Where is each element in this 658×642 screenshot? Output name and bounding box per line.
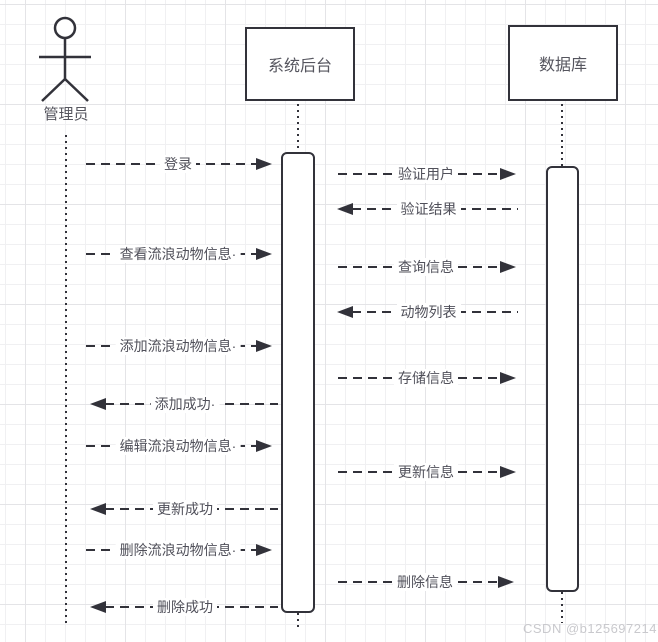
- arrowhead-right-icon: [256, 158, 272, 170]
- lifeline-admin: [65, 135, 67, 627]
- message-label: 删除流浪动物信息·: [115, 541, 241, 559]
- arrowhead-right-icon: [500, 168, 516, 180]
- participant-backend: 系统后台: [245, 27, 355, 101]
- arrowhead-left-icon: [337, 203, 353, 215]
- activation-bar-backend: [281, 152, 315, 613]
- message-label: 更新成功: [153, 500, 217, 518]
- arrowhead-right-icon: [500, 261, 516, 273]
- message-label: 登录: [160, 155, 196, 173]
- message-label: 添加流浪动物信息·: [115, 337, 241, 355]
- arrowhead-right-icon: [256, 544, 272, 556]
- message-label: 验证用户: [394, 165, 458, 183]
- participant-database: 数据库: [508, 25, 618, 101]
- message-label: 删除成功: [153, 598, 217, 616]
- lifeline-database-top: [561, 104, 563, 166]
- message-label: 删除信息: [393, 573, 457, 591]
- message-label: 动物列表: [396, 303, 461, 321]
- lifeline-backend-top: [297, 104, 299, 152]
- arrowhead-right-icon: [256, 248, 272, 260]
- person-icon: [39, 16, 91, 102]
- arrowhead-right-icon: [500, 466, 516, 478]
- arrowhead-right-icon: [500, 372, 516, 384]
- lifeline-database-bottom: [561, 592, 563, 623]
- actor-admin-label: 管理员: [43, 106, 89, 123]
- activation-bar-database: [546, 166, 579, 592]
- participant-backend-label: 系统后台: [267, 58, 332, 75]
- arrowhead-left-icon: [337, 306, 353, 318]
- csdn-watermark: CSDN @b125697214: [523, 621, 657, 636]
- message-label: 更新信息: [394, 463, 458, 481]
- message-label: 添加成功·: [150, 395, 220, 413]
- message-label: 查询信息: [394, 258, 458, 276]
- participant-database-label: 数据库: [538, 57, 587, 74]
- message-label: 存储信息: [394, 369, 458, 387]
- arrowhead-right-icon: [498, 576, 514, 588]
- arrowhead-left-icon: [90, 503, 106, 515]
- arrowhead-left-icon: [90, 601, 106, 613]
- arrowhead-right-icon: [256, 340, 272, 352]
- arrowhead-right-icon: [256, 440, 272, 452]
- message-label: 编辑流浪动物信息·: [115, 437, 241, 455]
- message-label: 验证结果: [396, 200, 461, 218]
- message-label: 查看流浪动物信息·: [115, 245, 241, 263]
- arrowhead-left-icon: [90, 398, 106, 410]
- lifeline-backend-bottom: [297, 613, 299, 627]
